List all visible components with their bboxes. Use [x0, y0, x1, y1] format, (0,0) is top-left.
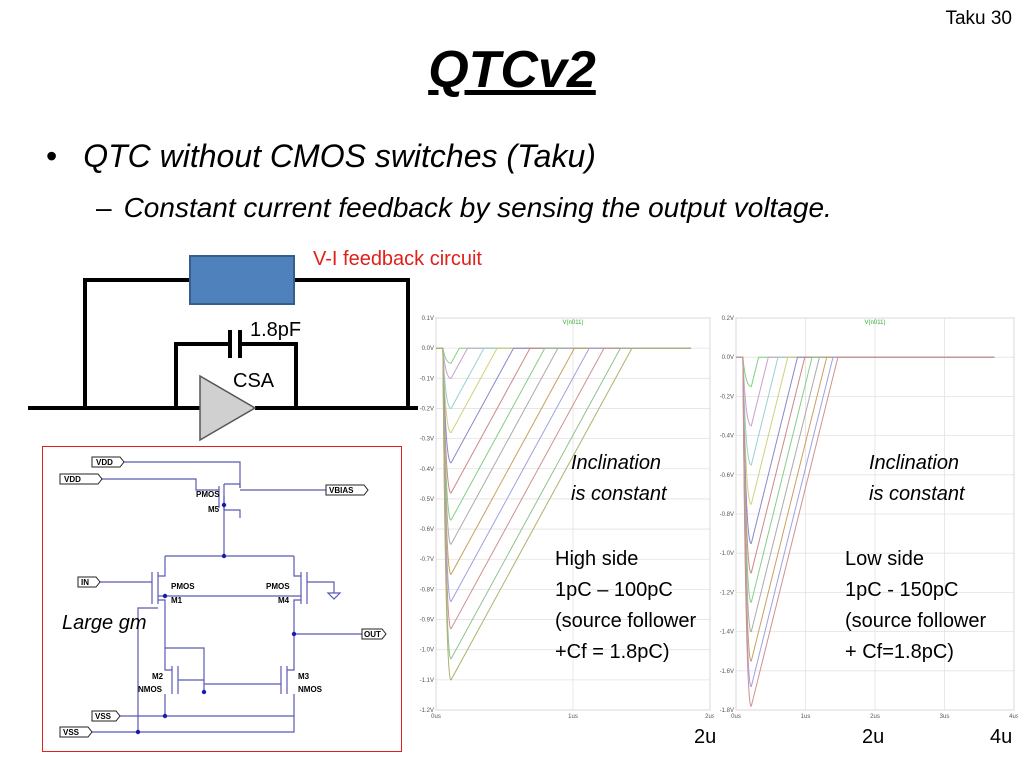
nmos-m3-label: NMOS [298, 685, 323, 694]
csa-diagram [28, 255, 418, 442]
low-x-mid-label: 2u [862, 726, 885, 748]
high-trace [436, 347, 691, 681]
high-desc-line-3: (source follower [555, 610, 697, 632]
high-y-tick: -0.3V [420, 437, 434, 443]
amplifier-symbol [199, 374, 257, 442]
bullet-dot: • [46, 138, 58, 174]
low-trace [736, 356, 995, 707]
high-desc-line-4: +Cf = 1.8pC) [555, 641, 670, 663]
high-y-tick: -0.2V [420, 406, 434, 412]
low-y-tick: -0.2V [720, 394, 734, 400]
sub-bullet-dash: – [96, 192, 112, 223]
bullet-text: QTC without CMOS switches (Taku) [83, 138, 596, 174]
high-y-tick: -1.0V [420, 648, 434, 654]
high-y-tick: -0.1V [420, 376, 434, 382]
high-y-tick: -1.1V [420, 678, 434, 684]
low-y-tick: -1.8V [720, 708, 734, 714]
feedback-wire-right [294, 278, 410, 408]
high-y-tick: -0.4V [420, 467, 434, 473]
low-desc-line-3: (source follower [845, 610, 987, 632]
high-y-tick: -0.7V [420, 557, 434, 563]
slide-number: Taku 30 [945, 8, 1012, 29]
nmos-m2-label: NMOS [138, 685, 163, 694]
m2-label: M2 [152, 672, 164, 681]
m3-label: M3 [298, 672, 310, 681]
pmos-m5-label: PMOS [196, 490, 220, 499]
feedback-box [189, 255, 295, 305]
low-side-plot: 0.2V 0.0V -0.2V -0.4V -0.6V -0.8V -1.0V -1.2V -1… [720, 316, 1018, 720]
high-y-tick: 0.0V [422, 346, 434, 352]
low-annotation-line-2: is constant [869, 483, 965, 505]
low-x-tick: 1us [801, 714, 811, 720]
high-x-tick: 0us [431, 714, 441, 720]
bullet-item: • QTC without CMOS switches (Taku) [46, 138, 596, 175]
high-side-plot: 0.1V 0.0V -0.1V -0.2V -0.3V -0.4V -0.5V -0.6V -0… [420, 316, 714, 720]
out-label: OUT [364, 630, 381, 639]
csa-label: CSA [233, 370, 275, 392]
high-x-tick: 1us [568, 714, 578, 720]
cap-wire-left [174, 342, 230, 408]
high-trace-label: V(n011) [563, 320, 584, 326]
low-annotation-line-1: Inclination [869, 452, 960, 474]
low-y-tick: -1.6V [720, 669, 734, 675]
high-annotation-line-1: Inclination [571, 452, 662, 474]
low-x-tick: 3us [940, 714, 950, 720]
m4-label: M4 [278, 596, 290, 605]
low-description: Low side 1pC - 150pC (source follower + … [845, 544, 986, 668]
low-x-tick: 4us [1009, 714, 1018, 720]
high-desc-line-2: 1pC – 100pC [555, 579, 673, 601]
in-label: IN [81, 578, 89, 587]
low-y-tick: -0.6V [720, 473, 734, 479]
low-y-tick: -1.0V [720, 551, 734, 557]
schematic: VDD VDD VBIAS IN OUT VSS VSS PMOS M5 PMO… [59, 456, 387, 738]
high-annotation-line-2: is constant [571, 483, 667, 505]
feedback-label: V-I feedback circuit [313, 248, 482, 270]
large-gm-label: Large gm [62, 612, 147, 634]
low-y-tick: -1.2V [720, 590, 734, 596]
low-trace-label: V(n011) [865, 320, 886, 326]
low-x-tick: 0us [731, 714, 741, 720]
low-y-tick: -1.4V [720, 630, 734, 636]
high-y-tick: -0.5V [420, 497, 434, 503]
m5-label: M5 [208, 505, 220, 514]
high-x-end-label: 2u [694, 726, 717, 748]
low-x-tick: 2us [870, 714, 880, 720]
high-desc-line-1: High side [555, 548, 639, 570]
low-x-end-label: 4u [990, 726, 1013, 748]
vdd-label: VDD [64, 475, 81, 484]
high-y-tick: -0.6V [420, 527, 434, 533]
m1-label: M1 [171, 596, 183, 605]
high-y-tick: -0.9V [420, 618, 434, 624]
low-y-tick: -0.8V [720, 512, 734, 518]
vbias-label: VBIAS [329, 486, 354, 495]
low-annotation: Inclination is constant [869, 448, 965, 510]
vss-label: VSS [63, 728, 80, 737]
feedback-wire-left [83, 278, 190, 408]
vdd-top-label: VDD [96, 458, 113, 467]
sub-bullet-item: –Constant current feedback by sensing th… [96, 192, 832, 224]
low-desc-line-2: 1pC - 150pC [845, 579, 959, 601]
low-y-tick: 0.0V [722, 355, 734, 361]
low-y-tick: 0.2V [722, 316, 734, 322]
cap-wire-right [240, 342, 298, 408]
pmos-m4-label: PMOS [266, 582, 290, 591]
high-description: High side 1pC – 100pC (source follower +… [555, 544, 696, 668]
high-y-tick: -1.2V [420, 708, 434, 714]
low-desc-line-1: Low side [845, 548, 924, 570]
vss-top-label: VSS [95, 712, 112, 721]
high-y-tick: -0.8V [420, 587, 434, 593]
high-annotation: Inclination is constant [571, 448, 667, 510]
low-y-tick: -0.4V [720, 434, 734, 440]
pmos-m1-label: PMOS [171, 582, 195, 591]
sub-bullet-text: Constant current feedback by sensing the… [123, 192, 832, 223]
low-desc-line-4: + Cf=1.8pC) [845, 641, 954, 663]
schematic-frame [42, 446, 402, 752]
high-y-tick: 0.1V [422, 316, 434, 322]
cap-label: 1.8pF [250, 319, 302, 341]
high-x-tick: 2us [705, 714, 714, 720]
slide-title: QTCv2 [428, 41, 596, 99]
